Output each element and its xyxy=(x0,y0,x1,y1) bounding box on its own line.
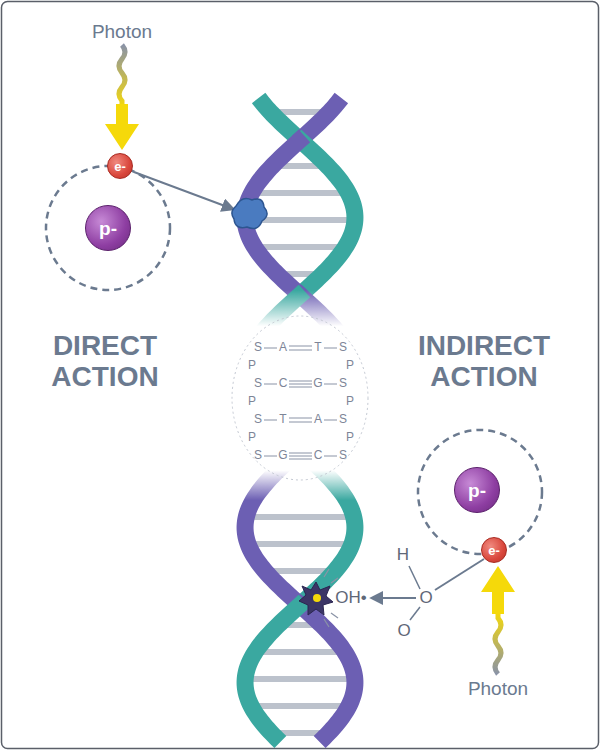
photon-wave xyxy=(495,612,501,674)
dna-strand xyxy=(245,601,304,742)
damage-site xyxy=(232,198,267,228)
photon-wave xyxy=(119,45,125,109)
base-pair-rung xyxy=(251,703,349,709)
base-letter: P xyxy=(346,395,354,408)
particle-label: e- xyxy=(488,544,500,557)
particle-label: p- xyxy=(468,481,486,500)
base-pair-rung xyxy=(255,649,345,655)
atom-symbol: O xyxy=(397,622,410,641)
atom-orbit xyxy=(418,430,542,554)
base-letter: G xyxy=(278,449,287,462)
base-pair-rung xyxy=(252,190,349,196)
damage-burst xyxy=(299,569,338,627)
radical-label: OH• xyxy=(335,589,366,608)
fade-outline xyxy=(232,316,368,480)
base-letter: S xyxy=(339,377,347,390)
base-letter: S xyxy=(339,341,347,354)
photon-label: Photon xyxy=(468,679,528,700)
photon-arrow xyxy=(105,104,139,150)
electron: e- xyxy=(481,537,507,563)
base-letter: P xyxy=(346,431,354,444)
base-letter: T xyxy=(279,413,286,426)
action-heading: INDIRECT ACTION xyxy=(402,331,567,393)
radical-arrow xyxy=(372,597,416,599)
electron-path xyxy=(435,559,484,590)
bond-line xyxy=(409,566,420,589)
bond-line xyxy=(410,607,420,620)
atom-symbol: O xyxy=(419,589,432,608)
base-letter: S xyxy=(339,449,347,462)
proton: p- xyxy=(454,467,500,513)
dna-strand xyxy=(296,601,355,742)
base-bonds xyxy=(264,346,337,459)
base-letter: T xyxy=(314,341,321,354)
base-letter: S xyxy=(254,413,262,426)
base-letter: C xyxy=(314,449,323,462)
base-pair-rung xyxy=(245,676,355,682)
dna-strand xyxy=(296,446,355,606)
dna-strand xyxy=(245,291,304,451)
atom-symbol: H xyxy=(397,546,409,565)
base-letter: S xyxy=(339,413,347,426)
base-letter: S xyxy=(254,341,262,354)
base-pair-rung xyxy=(255,244,346,250)
base-pair-rung xyxy=(248,541,352,547)
electron: e- xyxy=(107,153,133,179)
electron-path xyxy=(134,172,233,209)
base-letter: A xyxy=(314,413,322,426)
base-letter: S xyxy=(254,449,262,462)
base-letter: P xyxy=(248,395,256,408)
particle-label: e- xyxy=(114,160,126,173)
dna-strand xyxy=(296,291,355,451)
base-letter: P xyxy=(346,359,354,372)
dna-strand xyxy=(296,136,355,296)
atom-orbit xyxy=(46,166,170,290)
base-letter: G xyxy=(313,377,322,390)
base-letter: S xyxy=(254,377,262,390)
base-letter: C xyxy=(279,377,288,390)
base-letter: A xyxy=(279,341,287,354)
base-letter: P xyxy=(248,359,256,372)
photon-arrow xyxy=(481,566,515,614)
base-letter: P xyxy=(248,431,256,444)
dna-helix xyxy=(245,98,355,742)
particle-label: p- xyxy=(99,219,117,238)
base-pair-rung xyxy=(246,514,354,520)
dna-strand xyxy=(245,446,304,606)
photon-label: Photon xyxy=(92,22,152,43)
action-heading: DIRECT ACTION xyxy=(30,331,180,393)
proton: p- xyxy=(85,205,131,251)
